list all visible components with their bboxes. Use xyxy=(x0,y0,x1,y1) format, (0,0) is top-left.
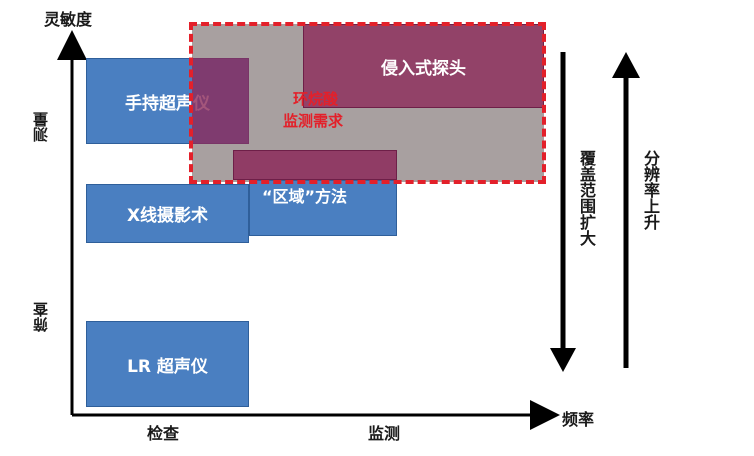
x-axis-title: 频率 xyxy=(562,410,595,429)
naphthenic-acid-highlight-border xyxy=(189,22,546,184)
highlight-line2: 监测需求 xyxy=(283,112,344,130)
highlight-line1: 环烷酸 xyxy=(293,90,339,108)
handheld-ultrasound-label: 手持超声仪 xyxy=(125,93,210,114)
y-axis-title: 灵敏度 xyxy=(44,10,93,29)
coverage-label: 覆盖范围扩大 xyxy=(577,150,596,246)
coverage-arrow-head xyxy=(550,348,576,372)
resolution-label: 分辨率上升 xyxy=(641,150,660,230)
handheld-overlap xyxy=(192,58,249,144)
resolution-arrow-head xyxy=(612,52,640,78)
invasive-probe-label: 侵入式探头 xyxy=(381,58,466,79)
xray-box: X线摄影术 xyxy=(86,184,249,243)
lr-ultrasound-label: LR 超声仪 xyxy=(127,356,208,377)
x-tick-inspection: 检查 xyxy=(147,424,180,443)
region-method-label: “区域”方法 xyxy=(262,187,348,206)
lr-ultrasound-box: LR 超声仪 xyxy=(86,321,249,407)
x-tick-monitoring: 监测 xyxy=(368,424,401,443)
region-method-overlap xyxy=(233,150,397,180)
region-method-box xyxy=(249,180,397,236)
invasive-probe-box: 侵入式探头 xyxy=(303,24,544,108)
xray-label: X线摄影术 xyxy=(126,206,209,226)
